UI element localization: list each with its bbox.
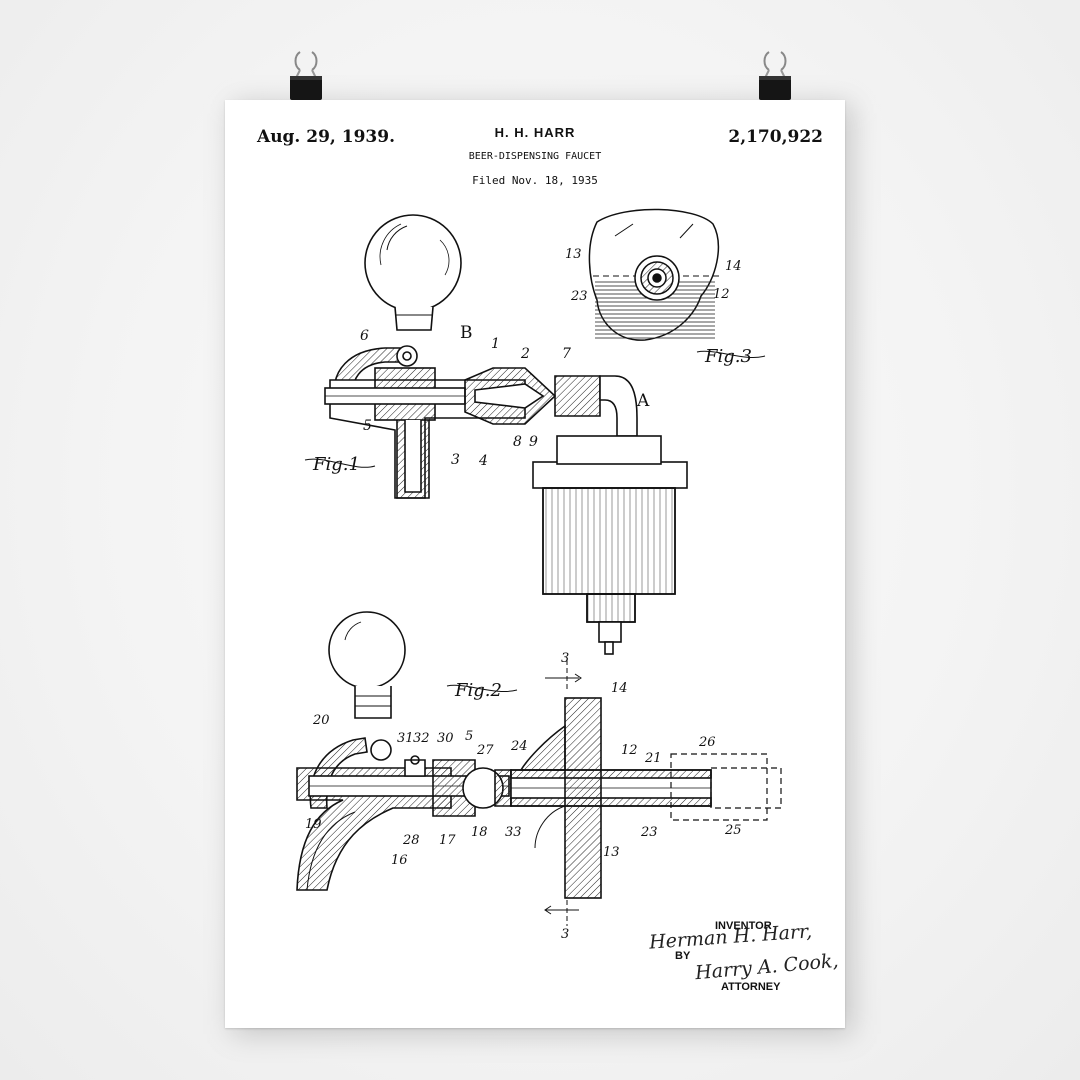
fig2-label-19: 19: [305, 817, 322, 832]
figure-3-section: [588, 208, 720, 341]
figure-1-faucet: [324, 214, 688, 655]
fig2-label-14: 14: [611, 681, 628, 696]
fig1-letter-b: B: [460, 323, 473, 343]
patent-date: Aug. 29, 1939.: [257, 127, 396, 147]
fig2-label-28: 28: [402, 833, 420, 848]
fig2-section-3-top: 3: [561, 651, 569, 666]
fig1-label-7: 7: [562, 346, 571, 362]
inventor-caption: INVENTOR: [715, 920, 772, 932]
fig1-label-3: 3: [451, 452, 460, 468]
fig2-label-23: 23: [640, 825, 658, 840]
fig1-caption: Fig.1: [312, 454, 360, 475]
binder-clip-left: [286, 48, 326, 104]
fig2-label-30: 30: [437, 731, 454, 746]
fig3-label-12: 12: [713, 287, 730, 302]
fig1-label-5: 5: [363, 418, 372, 434]
fig2-caption: Fig.2: [454, 680, 502, 701]
binder-clip-right: [755, 48, 795, 104]
patent-drawing: 6 B 1 2 7 A 5 3 4 8 9 Fig.1 13 14: [296, 208, 782, 942]
inventor-header: H. H. HARR: [494, 125, 576, 140]
fig2-label-25: 25: [724, 823, 742, 838]
fig2-label-21: 21: [644, 751, 662, 766]
fig1-label-2: 2: [520, 346, 530, 362]
fig2-label-13: 13: [603, 845, 620, 860]
fig2-label-26: 26: [698, 735, 716, 750]
patent-number: 2,170,922: [728, 127, 823, 147]
patent-title: BEER-DISPENSING FAUCET: [468, 151, 602, 162]
figure-2-labels: 3 3 Fig.2 14 20 31 32 30 5 27 24 12 21 2…: [305, 651, 742, 942]
fig2-label-32: 32: [413, 731, 430, 746]
fig1-label-6: 6: [360, 328, 369, 344]
figure-3-labels: 13 14 23 12 Fig.3: [565, 247, 766, 367]
fig1-label-4: 4: [478, 453, 488, 469]
fig2-label-27: 27: [476, 743, 494, 758]
fig2-label-16: 16: [391, 853, 408, 868]
attorney-caption: ATTORNEY: [721, 981, 781, 993]
fig3-label-23: 23: [570, 289, 588, 304]
figure-1-labels: 6 B 1 2 7 A 5 3 4 8 9 Fig.1: [304, 323, 650, 475]
fig2-label-5: 5: [465, 729, 473, 744]
fig3-label-14: 14: [725, 259, 742, 274]
fig2-label-17: 17: [439, 833, 456, 848]
fig1-label-8: 8: [513, 434, 522, 450]
figure-2-faucet: [296, 611, 782, 926]
fig1-label-1: 1: [491, 336, 500, 352]
fig3-label-13: 13: [565, 247, 582, 262]
fig1-label-9: 9: [529, 434, 538, 450]
fig3-caption: Fig.3: [704, 346, 752, 367]
fig1-letter-a: A: [636, 391, 650, 411]
patent-poster: Aug. 29, 1939. H. H. HARR 2,170,922 BEER…: [225, 100, 845, 1028]
by-caption: BY: [675, 950, 691, 962]
fig2-section-3-bottom: 3: [561, 927, 569, 942]
filed-date: Filed Nov. 18, 1935: [472, 174, 598, 187]
fig2-label-31: 31: [397, 731, 414, 746]
fig2-label-24: 24: [510, 739, 528, 754]
fig2-label-20: 20: [312, 713, 330, 728]
fig2-label-12: 12: [621, 743, 638, 758]
fig2-label-18: 18: [471, 825, 488, 840]
fig2-label-33: 33: [505, 825, 522, 840]
